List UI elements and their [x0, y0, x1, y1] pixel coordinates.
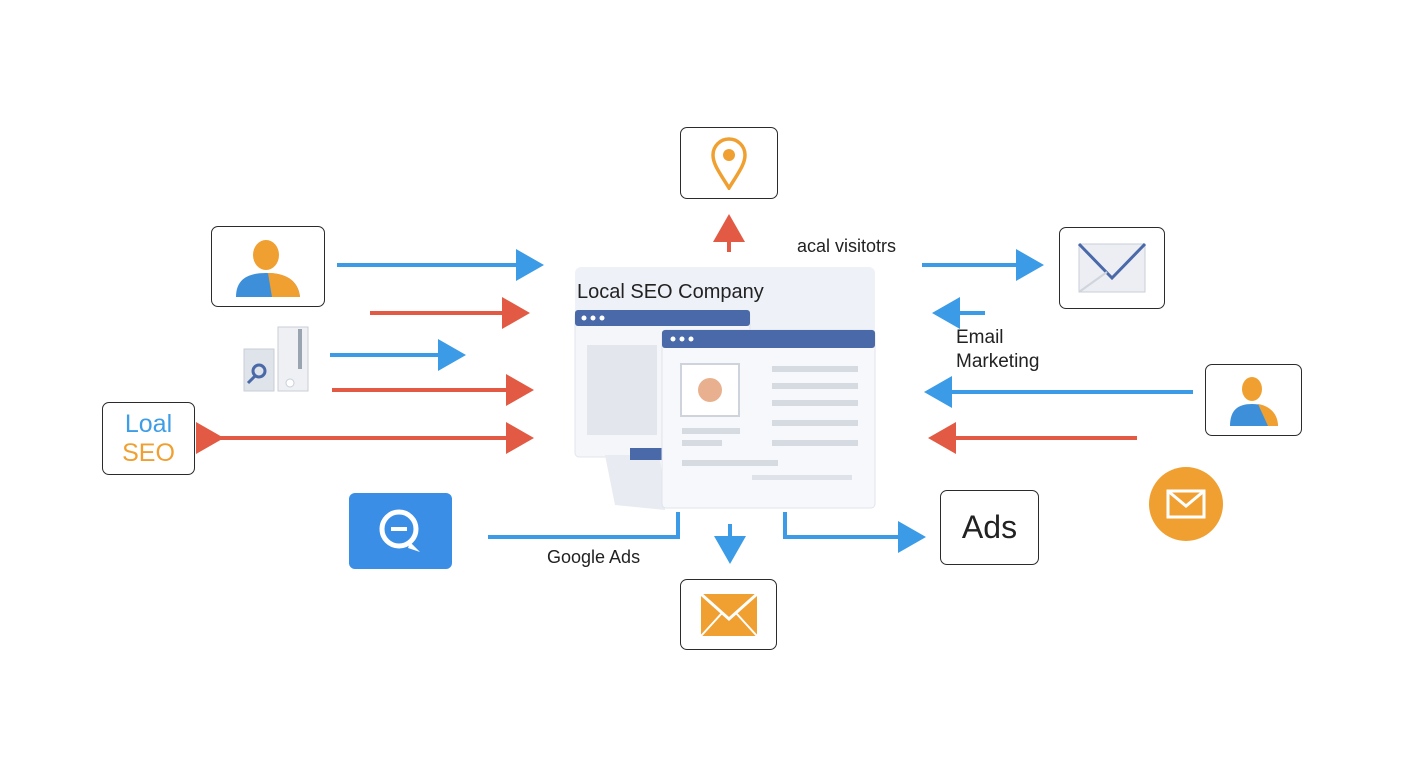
- email-node-right: [1059, 227, 1165, 309]
- email-circle-icon: [1166, 489, 1206, 519]
- envelope-icon: [699, 592, 758, 637]
- local-seo-line2: SEO: [122, 438, 175, 467]
- user-node-left: [211, 226, 325, 307]
- center-title: Local SEO Company: [577, 281, 764, 303]
- document-search-node: [242, 325, 312, 395]
- user-node-right: [1205, 364, 1302, 436]
- location-node: [680, 127, 778, 199]
- email-circle-node: [1149, 467, 1223, 541]
- envelope-icon: [1077, 242, 1147, 293]
- arrow-google-ads-line: [488, 512, 680, 539]
- local-visitors-label: acal visitotrs: [797, 236, 897, 256]
- user-icon: [1229, 377, 1278, 426]
- email-marketing-label-line2: Marketing: [956, 351, 1040, 372]
- chat-search-node: [349, 493, 452, 569]
- arrow-center-to-ads: [783, 512, 926, 553]
- ads-node: Ads: [940, 490, 1039, 565]
- ads-label: Ads: [961, 509, 1018, 545]
- email-marketing-label-line1: Email: [956, 327, 1004, 348]
- location-pin-icon: [711, 137, 747, 190]
- local-seo-line1: Loal: [124, 409, 173, 438]
- email-node-bottom: [680, 579, 777, 650]
- local-seo-node: Loal SEO: [102, 402, 195, 475]
- chat-search-icon: [379, 509, 420, 552]
- user-icon: [236, 239, 300, 297]
- document-search-icon: [243, 326, 309, 392]
- google-ads-label: Google Ads: [547, 547, 641, 567]
